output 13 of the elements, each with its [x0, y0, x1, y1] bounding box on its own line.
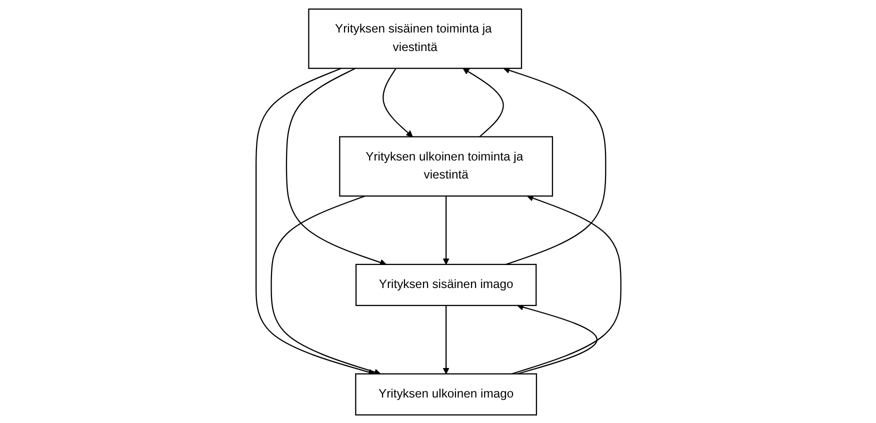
arrow	[442, 196, 449, 264]
arrow	[382, 68, 412, 137]
arrow	[285, 67, 386, 266]
arrow	[462, 68, 504, 137]
arrow	[255, 67, 375, 375]
arrow	[502, 66, 606, 264]
arrow	[442, 304, 449, 374]
node-box: Yrityksen ulkoinen toiminta ja viestintä	[338, 136, 553, 196]
arrow	[516, 303, 598, 374]
arrow	[270, 195, 380, 375]
node-box: Yrityksen sisäinen imago	[354, 263, 536, 306]
node-box: Yrityksen ulkoinen imago	[354, 372, 537, 415]
node-box: Yrityksen sisäinen toiminta ja viestintä	[308, 8, 522, 68]
